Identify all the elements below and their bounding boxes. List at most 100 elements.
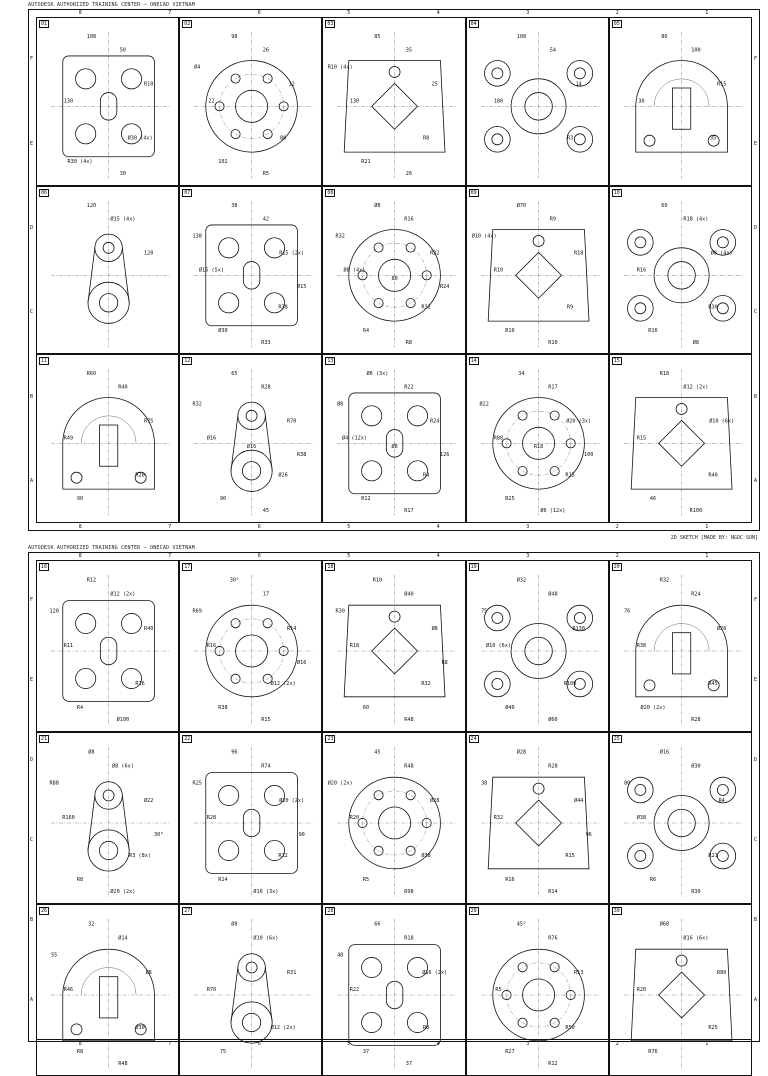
zone-column-label: 6 (257, 10, 261, 16)
dimension-label: R60 (87, 372, 96, 378)
dimension-label: Ø20 (2x) (279, 797, 304, 804)
dimension-label: R14 (287, 626, 296, 632)
exercise-number: 14 (468, 357, 479, 366)
dimension-label: 37 (406, 1061, 412, 1067)
dimension-label: R22 (350, 987, 359, 993)
dimension-label: Ø8 (392, 443, 398, 450)
dimension-label: Ø4 (194, 64, 200, 71)
dimension-label: Ø8 (88, 749, 94, 756)
dimension-label: R16 (637, 267, 646, 273)
dimension-label: R5 (363, 877, 369, 883)
sheet-header: AUTODESK AUTHORIZED TRAINING CENTER – ON… (28, 2, 195, 8)
dimension-label: R20 (135, 473, 144, 479)
dimension-label: R8 (77, 877, 83, 883)
exercise-number: 10 (611, 188, 622, 197)
zone-column-label: 3 (526, 524, 530, 530)
dimension-label: R18 (534, 444, 543, 450)
zone-column-label: 5 (347, 10, 351, 16)
exercise-number: 03 (325, 20, 336, 28)
dimension-label: R38 (637, 643, 646, 649)
exercise-number: 11 (39, 357, 50, 366)
drawing-sheet-2: AUTODESK AUTHORIZED TRAINING CENTER – ON… (0, 543, 768, 1076)
dimension-label: R25 (193, 781, 202, 787)
dimension-label: Ø32 (516, 577, 525, 584)
dimension-label: R18 (660, 372, 669, 378)
dimension-label: Ø10 (4x) (471, 232, 496, 239)
dimension-label: R17 (548, 385, 557, 391)
dimension-label: R22 (405, 385, 414, 391)
dimension-label: 75 (481, 609, 487, 615)
exercise-number: 27 (182, 907, 193, 915)
dimension-label: R3 (567, 135, 573, 141)
dimension-label: R70 (207, 987, 216, 993)
exercise-number: 21 (39, 735, 50, 743)
dimension-label: 54 (549, 48, 555, 54)
exercise-number: 30 (611, 907, 622, 915)
zone-column-label: 6 (257, 524, 261, 530)
drawing-sheet-1: AUTODESK AUTHORIZED TRAINING CENTER – ON… (28, 2, 760, 531)
dimension-label: 34 (518, 372, 524, 378)
dimension-label: 30° (230, 578, 239, 584)
zone-row-label: D (754, 224, 758, 231)
dimension-label: R4 (423, 473, 429, 479)
zone-column-label: 7 (168, 10, 172, 16)
dimension-label: Ø14 (118, 934, 127, 941)
dimension-label: 38 (231, 203, 237, 209)
dimension-label: R15 (565, 473, 574, 479)
zone-column-label: 1 (705, 524, 709, 530)
zone-column-label: 8 (78, 553, 82, 559)
dimension-label: R46 (64, 987, 73, 993)
dimension-label: Ø26 (279, 472, 288, 479)
dimension-label: R8 (423, 1025, 429, 1031)
dimension-label: R45 (708, 681, 717, 687)
dimension-label: 30° (154, 832, 163, 838)
dimension-label: R8 (406, 340, 412, 346)
zone-row-label: B (754, 917, 758, 923)
exercise-number: 18 (325, 563, 336, 571)
dimension-label: Ø10 (6x) (709, 418, 734, 425)
dimension-label: Ø20 (2x) (328, 780, 353, 787)
dimension-label: R4 (718, 798, 724, 804)
exercise-number: 06 (39, 188, 50, 197)
dimension-label: Ø4 (12x) (342, 435, 367, 442)
dimension-label: R100 (563, 681, 576, 687)
